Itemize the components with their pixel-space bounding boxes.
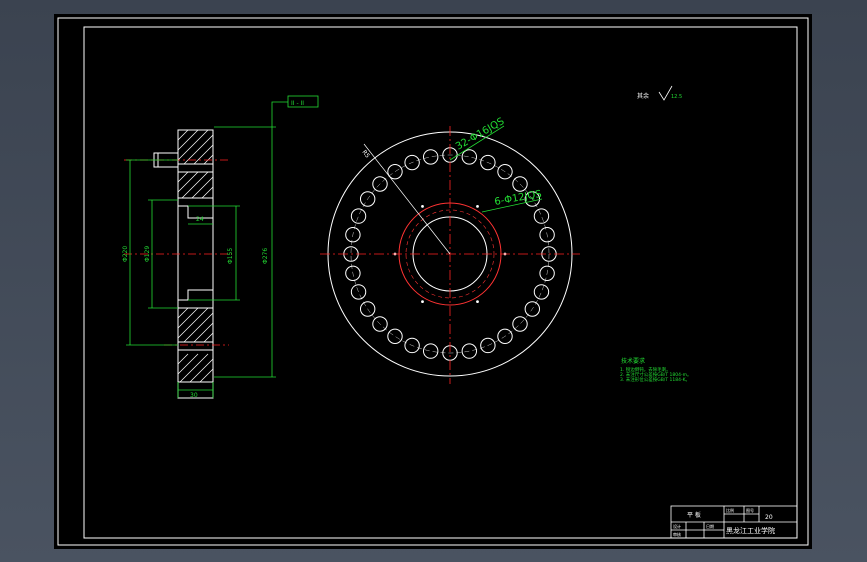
dim-step-label: 24 — [196, 216, 204, 223]
outer-hole-callout: 32-Φ16JQS — [454, 116, 506, 153]
outer-hole — [359, 191, 376, 207]
outer-frame — [57, 17, 809, 546]
dim-left-label: Φ220 — [122, 246, 129, 262]
radius-label: R5 — [360, 149, 371, 160]
sheet-value: 20 — [765, 514, 773, 521]
bolt-hole — [421, 204, 424, 208]
surface-finish-note: 其余 12.5 — [637, 85, 682, 101]
outer-hole — [350, 208, 367, 224]
school-name: 黑龙江工业学院 — [726, 526, 775, 535]
outer-hole — [524, 191, 541, 207]
outer-hole — [350, 284, 367, 300]
title-block-text: 平 板 比例 图号 20 设计 审核 日期 黑龙江工业学院 — [673, 507, 775, 537]
cad-drawing: II - II Φ276 Φ155 Φ220 Φ129 24 30 — [57, 17, 809, 546]
outer-hole — [461, 149, 478, 165]
bolt-hole — [476, 300, 479, 304]
bolt-pitch-circle — [405, 209, 495, 299]
bolt-hole — [421, 300, 424, 304]
dim-overall-label: Φ276 — [262, 248, 269, 264]
outer-hole — [422, 343, 439, 359]
technical-notes: 技术要求 1. 锐边倒钝，去除毛刺。 2. 未注尺寸公差按GB/T 1804-m… — [620, 357, 691, 383]
step-recess — [177, 198, 213, 219]
drawing-name: 平 板 — [687, 511, 701, 519]
drawing-sheet: II - II Φ276 Φ155 Φ220 Φ129 24 30 — [54, 14, 812, 549]
tech-line-1: 1. 锐边倒钝，去除毛刺。 — [620, 366, 671, 373]
outer-hole — [359, 301, 376, 317]
outer-hole — [497, 163, 513, 180]
tech-line-2: 2. 未注尺寸公差按GB/T 1804-m。 — [620, 371, 691, 378]
outer-hole — [539, 265, 555, 282]
dim-mid-label: Φ155 — [227, 248, 234, 264]
section-dimensions — [126, 95, 319, 398]
outer-hole — [480, 154, 496, 171]
outer-hole — [422, 149, 439, 165]
outer-hole — [404, 154, 420, 171]
outer-hole — [533, 284, 550, 300]
outer-hole — [372, 176, 388, 192]
radius-leader — [363, 143, 451, 255]
outer-hole — [524, 301, 541, 317]
hatch-mid-upper — [177, 171, 214, 199]
sheet-label: 图号 — [746, 507, 754, 513]
bolt-hole — [476, 204, 479, 208]
outer-hole — [387, 328, 403, 345]
outer-hole-leader — [449, 125, 505, 161]
front-view: R5 32-Φ16JQS 6-Φ12JQS — [320, 116, 580, 384]
tech-heading: 技术要求 — [621, 357, 645, 365]
title-block — [670, 505, 798, 539]
section-tag: II - II — [291, 100, 304, 107]
section-plate-outline — [177, 129, 214, 399]
bolt-hole-leader — [481, 198, 543, 213]
outer-hole — [372, 316, 388, 332]
outer-hole — [533, 208, 550, 224]
outer-hole — [404, 337, 420, 354]
dim-bottom-label: 30 — [190, 392, 198, 399]
hatch-mid-lower — [177, 307, 214, 343]
hatch-top — [177, 129, 214, 165]
outer-hole — [461, 343, 478, 359]
date-label: 日期 — [706, 523, 714, 529]
outer-hole — [480, 337, 496, 354]
checker-label: 审核 — [673, 531, 681, 537]
outer-hole — [387, 163, 403, 180]
section-dimension-labels: II - II Φ276 Φ155 Φ220 Φ129 24 30 — [122, 100, 304, 399]
outer-hole — [497, 328, 513, 345]
designer-label: 设计 — [673, 523, 681, 529]
front-centerlines — [320, 126, 580, 384]
dim-inner-label: Φ129 — [144, 246, 151, 262]
surface-note-value: 12.5 — [671, 94, 682, 100]
outer-hole — [345, 226, 361, 243]
outer-hole — [345, 265, 361, 282]
surface-note-label: 其余 — [637, 92, 649, 100]
scale-label: 比例 — [726, 507, 734, 513]
outer-hole — [512, 316, 528, 332]
hatch-bottom — [177, 353, 214, 383]
roughness-symbol — [658, 85, 673, 101]
tech-line-3: 3. 未注形位公差按GB/T 1184-K。 — [620, 376, 690, 383]
outer-hole — [512, 176, 528, 192]
outer-hole — [539, 226, 555, 243]
section-view — [153, 129, 214, 399]
inner-frame — [83, 26, 798, 539]
